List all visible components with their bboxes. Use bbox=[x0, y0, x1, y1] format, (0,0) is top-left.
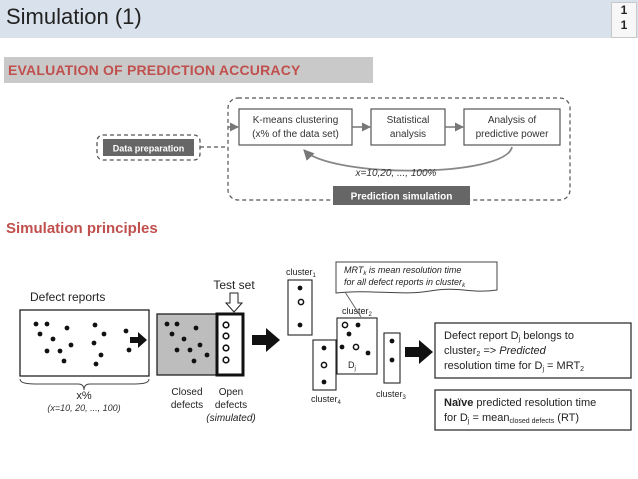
kmeans-line-2: (x% of the data set) bbox=[252, 129, 339, 140]
arrow-to-test-split bbox=[130, 332, 147, 348]
cluster2-dot bbox=[339, 344, 345, 350]
cluster3-label: cluster3 bbox=[376, 389, 407, 401]
cluster4-open-dot bbox=[320, 361, 328, 369]
test-set-highlight bbox=[215, 312, 245, 377]
naive-line-1: Naïve predicted resolution time bbox=[444, 397, 596, 409]
cluster1-label: cluster1 bbox=[286, 267, 317, 279]
loop-values-label: x=10,20, ..., 100% bbox=[355, 168, 437, 179]
open-defects-label-2: defects bbox=[215, 400, 247, 411]
open-defects-area bbox=[216, 313, 244, 376]
open-defect-circles bbox=[222, 321, 230, 364]
naive-result-box bbox=[434, 389, 632, 431]
predictive-box bbox=[463, 108, 561, 146]
page-number: 1 1 bbox=[611, 2, 637, 38]
defect-reports-box bbox=[19, 309, 150, 377]
cluster2-dot bbox=[346, 331, 352, 337]
statistical-box bbox=[370, 108, 446, 146]
open-defects-label-1: Open bbox=[219, 387, 243, 398]
cluster2-label: cluster2 bbox=[342, 306, 373, 318]
predictive-line-2: predictive power bbox=[476, 129, 549, 140]
kmeans-box bbox=[238, 108, 353, 146]
closed-defects-label-1: Closed bbox=[171, 387, 202, 398]
cluster2-open-dot bbox=[341, 321, 349, 329]
statistical-line-2: analysis bbox=[390, 129, 426, 140]
x-percent-brace bbox=[19, 378, 150, 391]
data-preparation-label-bg bbox=[103, 139, 194, 156]
slide-header: Simulation (1) 1 1 bbox=[0, 0, 638, 38]
mrt-note-line-1: MRTk is mean resolution time bbox=[344, 265, 461, 277]
cluster1-dot bbox=[297, 285, 303, 291]
cluster2-dot bbox=[365, 350, 371, 356]
closed-defect-dots bbox=[164, 321, 210, 364]
subsection-heading: Simulation principles bbox=[6, 220, 158, 237]
defect-reports-label: Defect reports bbox=[30, 290, 105, 304]
cluster1-open-dot bbox=[297, 298, 305, 306]
mrt-note-pointer bbox=[344, 291, 362, 318]
cluster4-dot bbox=[321, 379, 327, 385]
feedback-loop-arrow bbox=[303, 146, 513, 172]
dj-highlight-circle bbox=[352, 343, 360, 351]
predicted-line-3: resolution time for Dj = MRT2 bbox=[444, 360, 584, 373]
data-preparation-label: Data preparation bbox=[113, 144, 185, 154]
predicted-line-1: Defect report Dj belongs to bbox=[444, 330, 574, 343]
kmeans-line-1: K-means clustering bbox=[253, 115, 339, 126]
arrow-to-results bbox=[405, 340, 433, 364]
mrt-note-line-2: for all defect reports in clusterk bbox=[344, 277, 466, 289]
slide-title: Simulation (1) bbox=[6, 4, 142, 29]
x-percent-label: x% bbox=[76, 390, 92, 402]
predicted-line-2: cluster2 => Predicted bbox=[444, 345, 547, 358]
naive-line-2: for Dj = meanclosed defects (RT) bbox=[444, 412, 579, 425]
arrow-to-clusters bbox=[252, 328, 280, 352]
x-values-label: (x=10, 20, ..., 100) bbox=[47, 403, 120, 413]
statistical-line-1: Statistical bbox=[387, 115, 430, 126]
page-number-digit-2: 1 bbox=[620, 18, 628, 32]
predictive-line-1: Analysis of bbox=[488, 115, 537, 126]
flow-diagram: Data preparation K-means clustering (x% … bbox=[96, 97, 571, 205]
predicted-result-box bbox=[434, 322, 632, 379]
principles-diagram: Defect reports x% (x=10, 20, ..., 100) T… bbox=[19, 261, 632, 431]
cluster3-dot bbox=[389, 338, 395, 344]
cluster4-label: cluster4 bbox=[311, 394, 342, 406]
simulated-label: (simulated) bbox=[206, 413, 255, 424]
page-number-digit-1: 1 bbox=[620, 3, 628, 17]
dj-label: Dj bbox=[348, 360, 356, 372]
closed-defects-label-2: defects bbox=[171, 400, 203, 411]
defect-report-dots bbox=[33, 321, 132, 367]
cluster3-dot bbox=[389, 357, 395, 363]
test-set-down-arrow bbox=[224, 292, 244, 313]
section-heading: EVALUATION OF PREDICTION ACCURACY bbox=[8, 62, 301, 78]
cluster2-dot bbox=[355, 322, 361, 328]
cluster4-dot bbox=[321, 345, 327, 351]
test-set-label: Test set bbox=[213, 278, 255, 292]
cluster1-dot bbox=[297, 322, 303, 328]
prediction-simulation-label-bg bbox=[333, 186, 470, 205]
prediction-simulation-label: Prediction simulation bbox=[351, 192, 453, 203]
section-heading-bar: EVALUATION OF PREDICTION ACCURACY bbox=[4, 57, 373, 83]
mrt-note-shape bbox=[335, 261, 498, 294]
